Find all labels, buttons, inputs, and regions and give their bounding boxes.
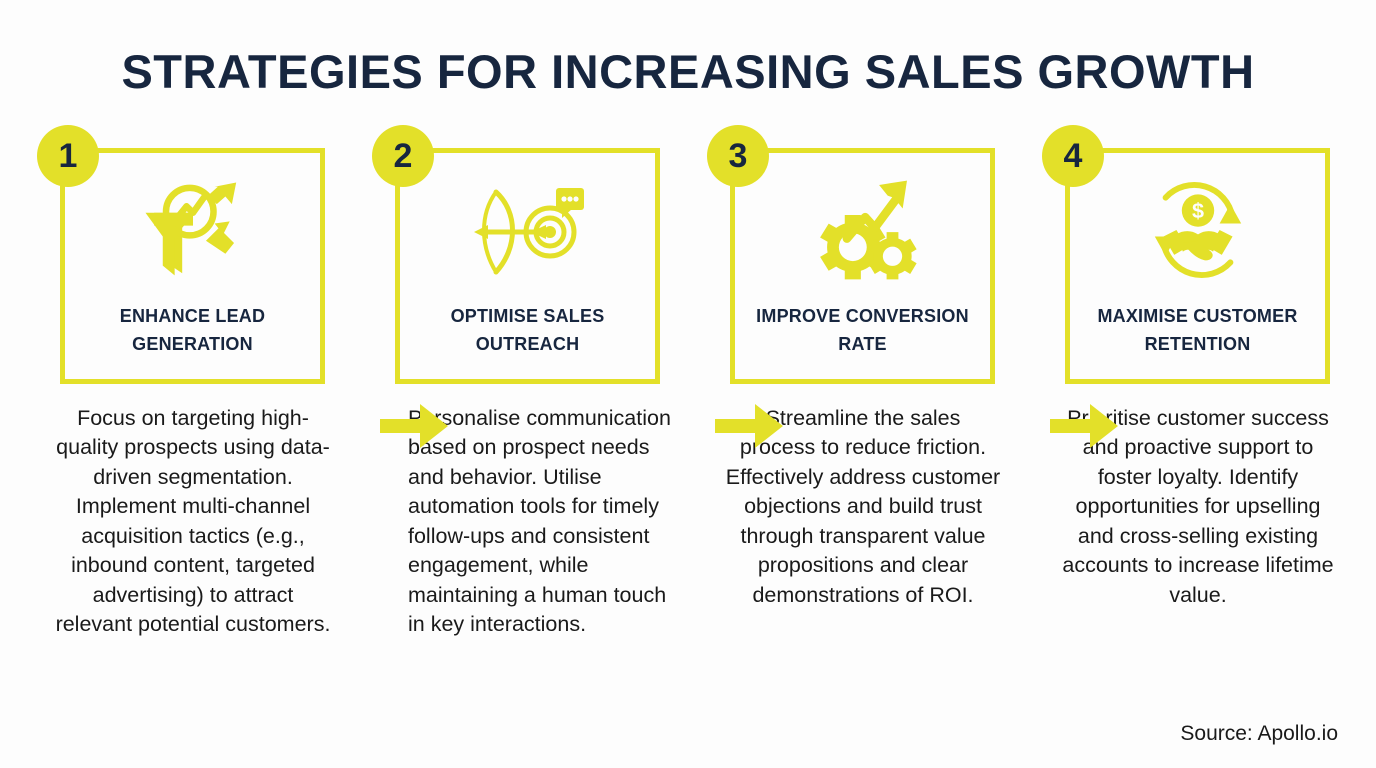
bow-arrow-target-message-icon xyxy=(400,171,655,289)
steps-row: ENHANCE LEAD GENERATION 1 xyxy=(37,125,1332,448)
step-label-4: MAXIMISE CUSTOMER RETENTION xyxy=(1097,306,1298,354)
gears-growth-arrow-icon xyxy=(735,171,990,289)
step-badge-2: 2 xyxy=(372,125,434,187)
handshake-dollar-cycle-icon: $ xyxy=(1070,171,1325,289)
arrow-step-3-to-4 xyxy=(1050,396,1120,456)
step-card-4: $ MAXIMISE CUSTOMER RETENTION 4 xyxy=(1042,125,1330,384)
arrow-step-1-to-2 xyxy=(380,396,450,456)
step-card-1: ENHANCE LEAD GENERATION 1 xyxy=(37,125,325,384)
step-badge-4: 4 xyxy=(1042,125,1104,187)
step-description-4: Prioritise customer success and proactiv… xyxy=(1062,406,1334,607)
page-title: STRATEGIES FOR INCREASING SALES GROWTH xyxy=(121,45,1255,98)
source-attribution: Source: Apollo.io xyxy=(1180,722,1338,745)
step-card-2: OPTIMISE SALES OUTREACH 2 xyxy=(372,125,660,384)
step-label-3: IMPROVE CONVERSION RATE xyxy=(756,306,969,354)
step-badge-3: 3 xyxy=(707,125,769,187)
arrow-step-2-to-3 xyxy=(715,396,785,456)
funnel-magnifier-growth-icon xyxy=(65,171,320,289)
step-description-1: Focus on targeting high-quality prospect… xyxy=(55,406,331,637)
step-label-1: ENHANCE LEAD GENERATION xyxy=(119,306,266,354)
step-card-3: IMPROVE CONVERSION RATE 3 xyxy=(707,125,995,384)
svg-text:$: $ xyxy=(1191,198,1203,223)
step-description-2: Personalise communication based on prosp… xyxy=(408,406,671,637)
step-label-2: OPTIMISE SALES OUTREACH xyxy=(450,306,605,354)
step-badge-1: 1 xyxy=(37,125,99,187)
step-description-3: Streamline the sales process to reduce f… xyxy=(725,406,1001,607)
